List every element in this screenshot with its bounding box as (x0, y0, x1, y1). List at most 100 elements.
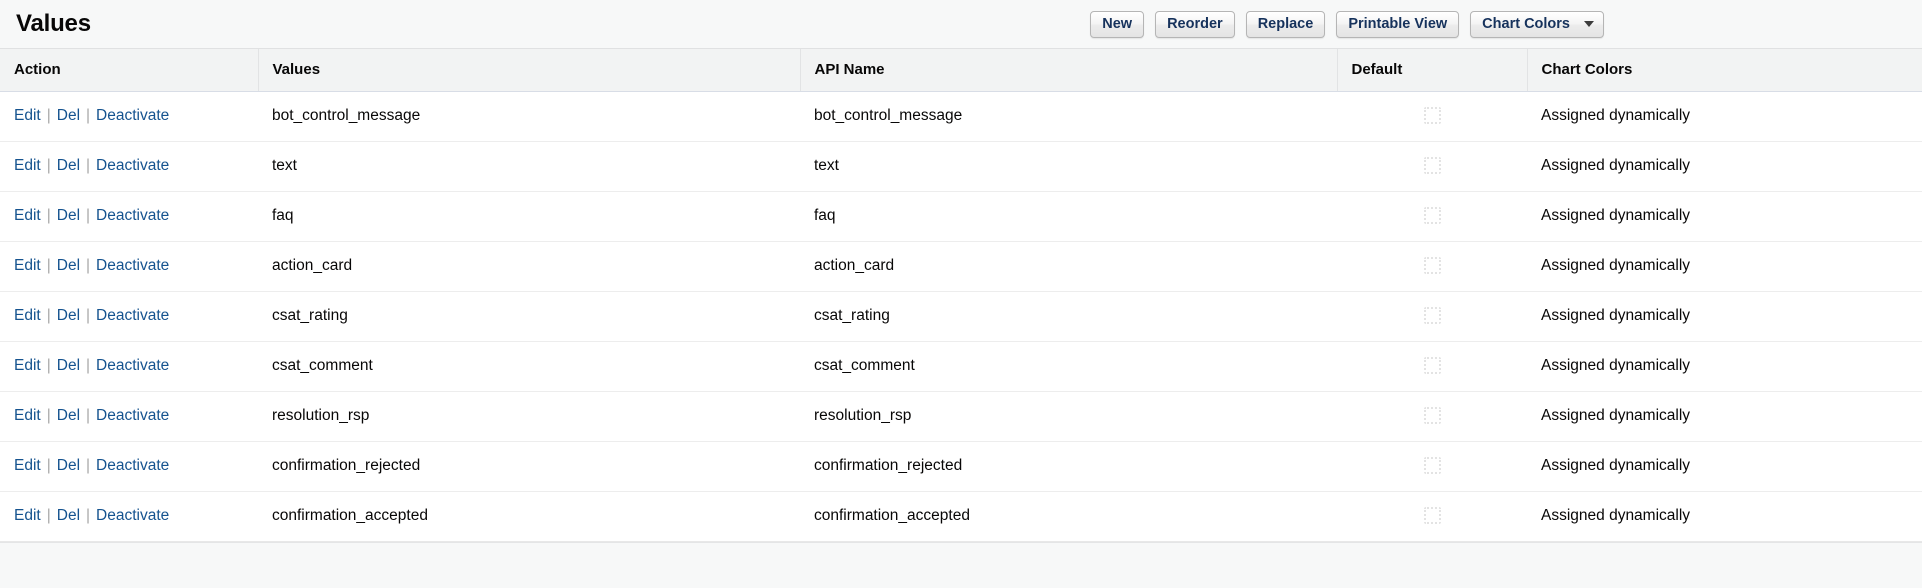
default-checkbox[interactable] (1423, 207, 1441, 225)
new-button[interactable]: New (1090, 10, 1145, 38)
values-table-container: Action Values API Name Default Chart Col… (0, 48, 1922, 566)
table-header-row: Action Values API Name Default Chart Col… (0, 49, 1922, 92)
cell-default (1337, 191, 1527, 242)
cell-action: Edit|Del|Deactivate (0, 341, 258, 392)
action-separator: | (46, 207, 51, 224)
cell-value: text (258, 141, 800, 192)
default-checkbox[interactable] (1423, 307, 1441, 325)
page-title: Values (16, 10, 91, 37)
cell-api-name: csat_comment (800, 341, 1337, 392)
action-edit-link[interactable]: Edit (14, 507, 41, 524)
cell-chart-colors: Assigned dynamically (1527, 91, 1922, 142)
default-checkbox[interactable] (1423, 107, 1441, 125)
action-del-link[interactable]: Del (56, 107, 81, 124)
cell-value: confirmation_accepted (258, 491, 800, 542)
action-del-link[interactable]: Del (56, 257, 81, 274)
chart-colors-dropdown-button[interactable]: Chart Colors (1470, 10, 1604, 38)
action-deactivate-link[interactable]: Deactivate (96, 307, 170, 324)
action-separator: | (86, 407, 91, 424)
action-deactivate-link[interactable]: Deactivate (96, 207, 170, 224)
action-separator: | (46, 457, 51, 474)
action-separator: | (86, 207, 91, 224)
cell-action: Edit|Del|Deactivate (0, 241, 258, 292)
cell-action: Edit | Del | Deactivate (0, 391, 258, 442)
action-del-link[interactable]: Del (56, 407, 81, 424)
cell-chart-colors: Assigned dynamically (1527, 241, 1922, 292)
action-deactivate-link[interactable]: Deactivate (96, 157, 170, 174)
cell-default (1337, 291, 1527, 342)
printable-view-button[interactable]: Printable View (1336, 10, 1460, 38)
table-row: Edit | Del | Deactivate confirmation_rejected… (0, 441, 1922, 492)
action-edit-link[interactable]: Edit (14, 157, 41, 174)
action-deactivate-link[interactable]: Deactivate (96, 257, 170, 274)
cell-api-name: text (800, 141, 1337, 192)
cell-default (1337, 491, 1527, 542)
action-edit-link[interactable]: Edit (14, 107, 41, 124)
action-deactivate-link[interactable]: Deactivate (96, 357, 170, 374)
cell-value: faq (258, 191, 800, 242)
cell-chart-colors: Assigned dynamically (1527, 491, 1922, 542)
action-separator: | (86, 457, 91, 474)
action-edit-link[interactable]: Edit (14, 407, 41, 424)
action-edit-link[interactable]: Edit (14, 257, 41, 274)
table-footer (0, 541, 1922, 566)
values-table: Action Values API Name Default Chart Col… (0, 49, 1922, 542)
cell-action: Edit|Del|Deactivate (0, 491, 258, 542)
replace-button[interactable]: Replace (1245, 10, 1326, 38)
reorder-button[interactable]: Reorder (1155, 10, 1235, 38)
action-deactivate-link[interactable]: Deactivate (96, 507, 170, 524)
action-del-link[interactable]: Del (56, 207, 81, 224)
cell-default (1337, 341, 1527, 392)
action-del-link[interactable]: Del (56, 457, 81, 474)
default-checkbox[interactable] (1423, 357, 1441, 375)
default-checkbox[interactable] (1423, 507, 1441, 525)
action-del-link[interactable]: Del (56, 307, 81, 324)
action-del-link[interactable]: Del (56, 357, 81, 374)
action-deactivate-link[interactable]: Deactivate (96, 407, 170, 424)
toolbar: New Reorder Replace Printable View Chart… (1090, 10, 1902, 38)
cell-action: Edit | Del | Deactivate (0, 441, 258, 492)
action-del-link[interactable]: Del (56, 507, 81, 524)
action-deactivate-link[interactable]: Deactivate (96, 457, 170, 474)
cell-default (1337, 441, 1527, 492)
cell-chart-colors: Assigned dynamically (1527, 341, 1922, 392)
cell-action: Edit|Del|Deactivate (0, 291, 258, 342)
action-separator: | (86, 257, 91, 274)
default-checkbox[interactable] (1423, 457, 1441, 475)
cell-action: Edit|Del|Deactivate (0, 91, 258, 142)
cell-value: action_card (258, 241, 800, 292)
cell-chart-colors: Assigned dynamically (1527, 441, 1922, 492)
action-edit-link[interactable]: Edit (14, 307, 41, 324)
cell-action: Edit|Del|Deactivate (0, 141, 258, 192)
action-separator: | (46, 407, 51, 424)
action-separator: | (46, 107, 51, 124)
action-separator: | (86, 507, 91, 524)
cell-value: csat_comment (258, 341, 800, 392)
column-header-values: Values (258, 49, 801, 92)
default-checkbox[interactable] (1423, 407, 1441, 425)
action-separator: | (46, 357, 51, 374)
action-edit-link[interactable]: Edit (14, 207, 41, 224)
default-checkbox[interactable] (1423, 257, 1441, 275)
cell-value: confirmation_rejected (258, 441, 800, 492)
cell-api-name: confirmation_accepted (800, 491, 1337, 542)
cell-api-name: faq (800, 191, 1337, 242)
action-del-link[interactable]: Del (56, 157, 81, 174)
action-separator: | (46, 157, 51, 174)
action-deactivate-link[interactable]: Deactivate (96, 107, 170, 124)
cell-value: csat_rating (258, 291, 800, 342)
cell-default (1337, 241, 1527, 292)
column-header-chart-colors: Chart Colors (1527, 49, 1922, 92)
cell-default (1337, 391, 1527, 442)
action-edit-link[interactable]: Edit (14, 357, 41, 374)
cell-action: Edit | Del | Deactivate (0, 191, 258, 242)
page-header: Values New Reorder Replace Printable Vie… (0, 0, 1922, 48)
default-checkbox[interactable] (1423, 157, 1441, 175)
action-edit-link[interactable]: Edit (14, 457, 41, 474)
cell-default (1337, 91, 1527, 142)
